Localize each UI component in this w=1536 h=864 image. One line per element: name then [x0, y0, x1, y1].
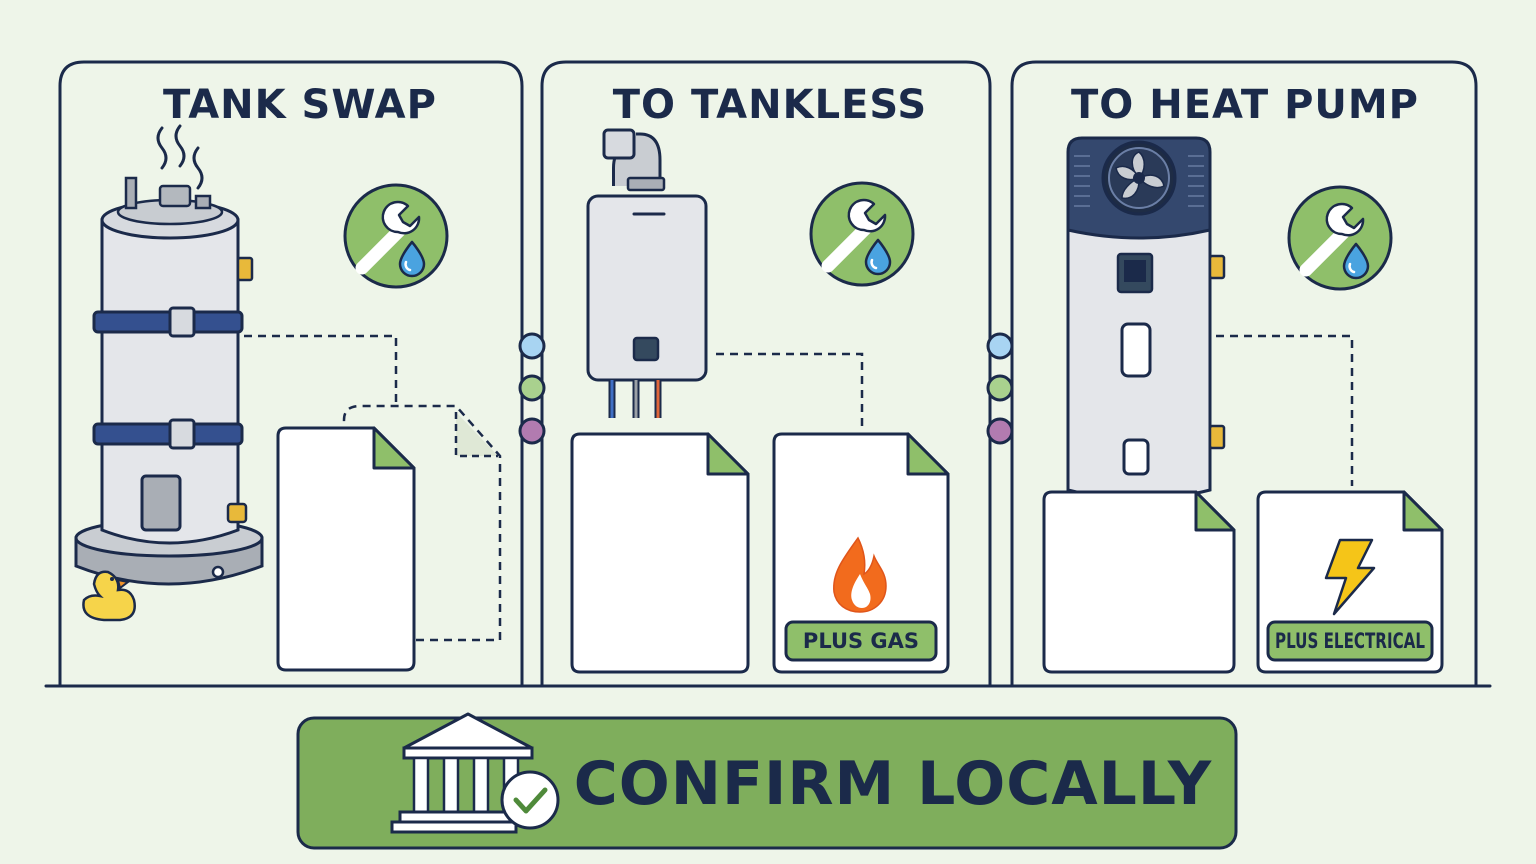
panel-title-tank-swap: TANK SWAP: [163, 82, 437, 128]
panel-frame-tank-swap: [58, 60, 524, 688]
rubber-duck-icon: [82, 570, 136, 622]
wrench-water-drop-icon-heat-pump: [1289, 187, 1391, 289]
badge-plus-electrical-label: PLUS ELECTRICAL: [1275, 629, 1425, 653]
connector-dots-right: [986, 332, 1014, 445]
wrench-water-drop-icon-tankless: [811, 183, 913, 285]
dashed-flow-tank-swap: [244, 334, 502, 642]
badge-plus-gas-label: PLUS GAS: [803, 629, 919, 653]
connector-dots-left: [518, 332, 546, 445]
dashed-flow-tankless: [716, 352, 864, 430]
heat-pump-water-heater-illustration: [1066, 136, 1226, 501]
dashed-flow-heat-pump: [1216, 334, 1354, 486]
flame-icon: [833, 536, 887, 613]
confirm-locally-banner: CONFIRM LOCALLY: [296, 712, 1238, 850]
panel-frame-to-heat-pump: [1010, 60, 1478, 688]
document-permit-tankless: [570, 432, 750, 674]
document-permit-heat-pump: [1042, 490, 1236, 674]
panel-title-to-heat-pump: TO HEAT PUMP: [1071, 82, 1419, 128]
banner-text: CONFIRM LOCALLY: [574, 749, 1213, 819]
panel-frame-to-tankless: [540, 60, 992, 688]
panel-title-to-tankless: TO TANKLESS: [613, 82, 927, 128]
checkmark-icon: [500, 770, 560, 830]
lightning-bolt-icon: [1324, 538, 1376, 616]
badge-plus-electrical: PLUS ELECTRICAL: [1266, 620, 1434, 662]
wrench-water-drop-icon: [345, 185, 447, 287]
document-permit-tank-swap: [276, 426, 416, 672]
tank-water-heater-illustration: [74, 124, 264, 586]
badge-plus-gas: PLUS GAS: [784, 620, 938, 662]
tankless-water-heater-illustration: [586, 128, 708, 418]
